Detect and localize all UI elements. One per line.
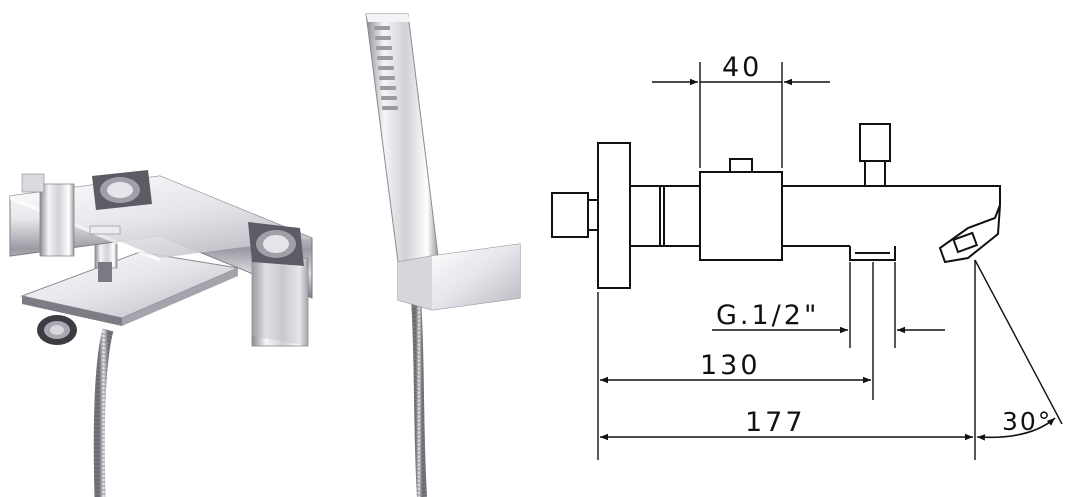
- mixer-photo: [9, 170, 313, 497]
- wall-flange: [597, 142, 631, 289]
- thermostat-handle: [39, 183, 75, 257]
- dim-label-177: 177: [745, 407, 806, 438]
- inlet-connector: [551, 192, 589, 238]
- handshower-photo: [365, 13, 521, 497]
- eccentric-connector-front: [248, 222, 304, 266]
- flow-handle: [251, 257, 309, 347]
- technical-drawing: [551, 62, 1063, 460]
- dim-label-thread: G.1/2": [716, 300, 819, 331]
- dim-label-130: 130: [700, 350, 761, 381]
- dim-label-angle: 30°: [1002, 407, 1052, 436]
- thermostat-cap: [729, 158, 753, 173]
- handshower-head: [365, 13, 439, 263]
- eccentric-connector-rear: [92, 170, 152, 210]
- nozzle-grid: [374, 26, 398, 110]
- dim-label-40: 40: [722, 52, 762, 83]
- spout: [938, 204, 1001, 264]
- dim-arc-30: [976, 417, 1056, 441]
- diverter-knob: [859, 123, 891, 162]
- handshower-hose: [411, 297, 427, 497]
